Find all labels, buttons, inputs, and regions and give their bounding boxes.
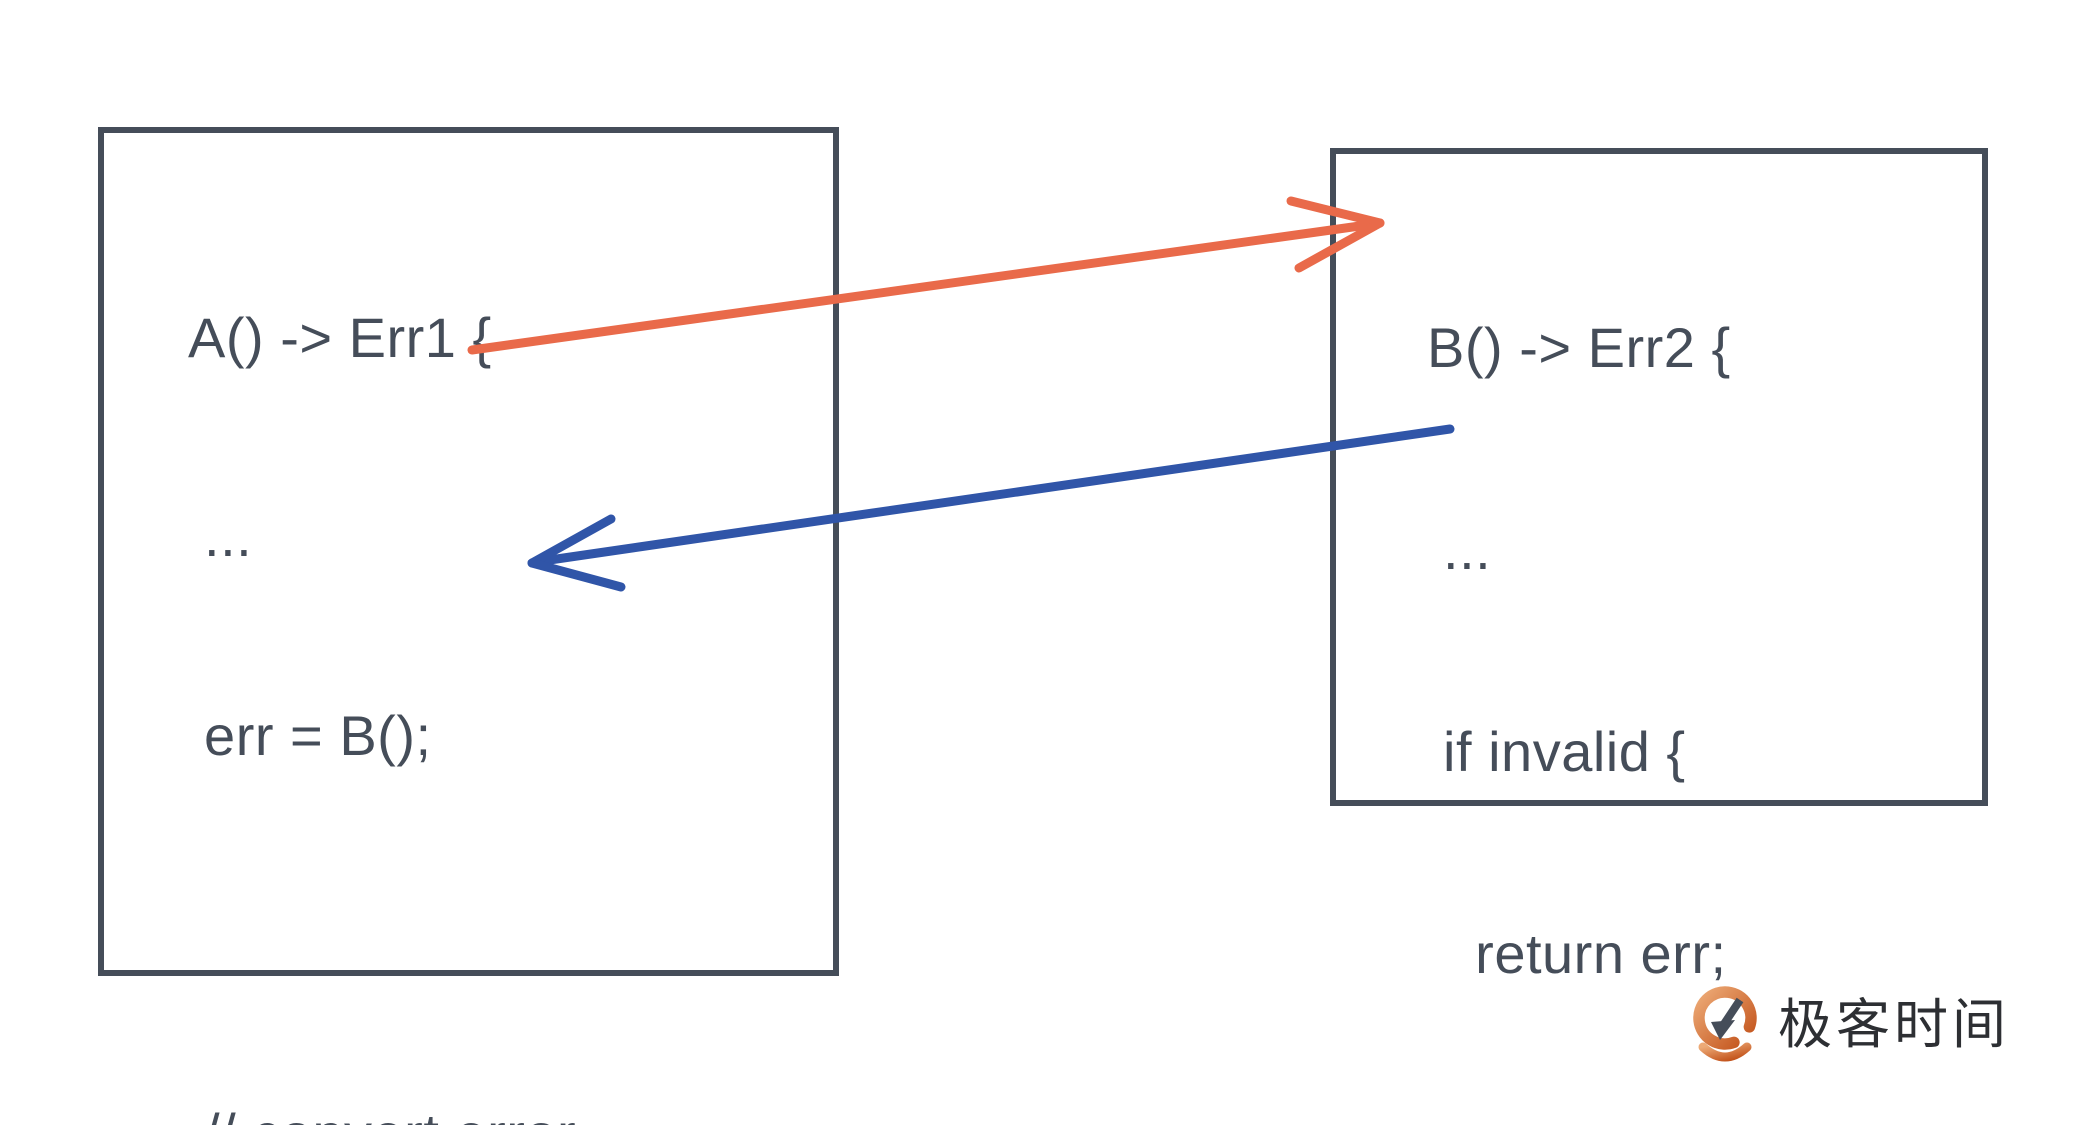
function-b-code: B() -> Err2 { ... if invalid { return er…: [1427, 182, 1731, 1125]
function-a-box: A() -> Err1 { ... err = B(); // convert …: [98, 127, 839, 1125]
code-line: ...: [188, 505, 253, 568]
code-line: [188, 900, 576, 969]
code-line: // convert error: [188, 1099, 576, 1125]
code-line: ...: [1427, 518, 1492, 581]
function-a-code: A() -> Err1 { ... err = B(); // convert …: [188, 173, 576, 1125]
logo-ring: [1693, 986, 1757, 1050]
code-line: A() -> Err1 {: [188, 306, 492, 369]
logo-arrowhead: [1711, 1020, 1735, 1040]
logo-arrow: [1720, 997, 1744, 1027]
code-line: err = B();: [188, 704, 432, 767]
geektime-logo: 极客时间: [1688, 981, 2010, 1069]
function-b-box: B() -> Err2 { ... if invalid { return er…: [1330, 148, 1988, 1125]
code-line: B() -> Err2 {: [1427, 316, 1731, 379]
code-line: if invalid {: [1427, 720, 1686, 783]
code-line: return err;: [1427, 922, 1727, 985]
code-line: }: [1427, 1120, 1731, 1125]
logo-text: 极客时间: [1778, 995, 2010, 1055]
logo-pin: [1698, 1042, 1752, 1062]
geektime-logo-icon: [1693, 986, 1757, 1062]
